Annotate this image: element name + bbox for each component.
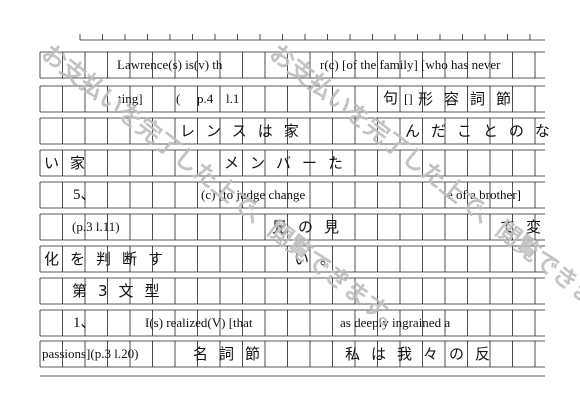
line-5-num: 5、 [73, 187, 96, 203]
text-line-2: ting] ( p.4 l.1 句 [] 形容詞節 [0, 86, 580, 112]
text-line-10: passions](p.3 l.20) 名詞節 私は我々の反 [0, 341, 580, 367]
line-7-left: 化を判断す [44, 250, 175, 268]
text-line-6: (p.3 l.11) 兄の見 て変 [0, 214, 580, 240]
line-2-seg-e: 句 [383, 91, 399, 107]
text-line-1: Lawrence(s) is(v) th r(c) [of the family… [0, 52, 580, 78]
line-9-right: as deeply ingrained a [340, 315, 451, 330]
line-2-seg-a: ting] [118, 91, 143, 106]
text-line-3: レンスは家 んだことのな [0, 118, 580, 144]
line-2-seg-g: 形容詞節 [418, 90, 523, 108]
line-9-num: 1、 [73, 315, 96, 331]
line-6-mid: 兄の見 [272, 218, 351, 236]
line-2-seg-f: [] [404, 91, 413, 106]
line-5-mid: (c) [to judge change [201, 187, 306, 202]
text-line-9: 1、 I(s) realized(V) [that as deeply ingr… [0, 310, 580, 336]
line-1-left: Lawrence(s) is(v) th [117, 57, 223, 72]
line-5-right: e of a brother] [447, 187, 521, 202]
line-3-right: んだことのな [405, 122, 561, 140]
line-9-mid: I(s) realized(V) [that [145, 315, 253, 330]
line-10-mid: 名詞節 [193, 345, 272, 363]
line-8-left: 第3文型 [72, 282, 171, 300]
line-4-right: メンバーた [224, 154, 355, 172]
text-line-5: 5、 (c) [to judge change e of a brother] [0, 182, 580, 208]
text-line-7: 化を判断す い。 [0, 246, 580, 272]
text-line-4: い家 メンバーた [0, 150, 580, 176]
line-7-right: い。 [294, 250, 347, 268]
line-6-right: て変 [500, 218, 553, 236]
line-4-left: い家 [44, 154, 97, 172]
line-2-seg-c: p.4 [197, 91, 214, 106]
line-10-right: 私は我々の反 [345, 345, 502, 363]
line-3-left: レンスは家 [180, 122, 310, 140]
line-10-left: passions](p.3 l.20) [42, 346, 139, 361]
text-line-8: 第3文型 [0, 278, 580, 304]
line-2-seg-b: ( [176, 91, 181, 106]
line-1-right: r(c) [of the family] [who has never [320, 57, 501, 72]
line-2-seg-d: l.1 [226, 91, 240, 106]
line-6-left: (p.3 l.11) [72, 219, 120, 234]
